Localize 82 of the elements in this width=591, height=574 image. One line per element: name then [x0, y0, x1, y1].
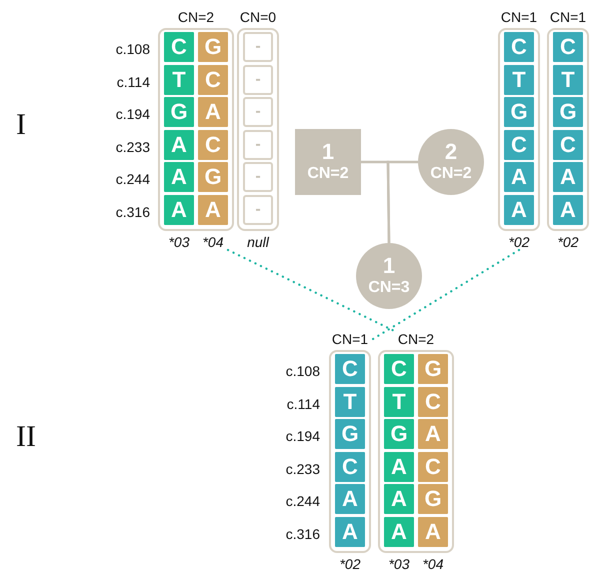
- copy-number-label: CN=2: [398, 330, 434, 349]
- copy-number-label: CN=1: [332, 330, 368, 349]
- allele-tile: G: [198, 162, 228, 192]
- allele-tile: A: [504, 194, 534, 224]
- allele-tile: T: [504, 64, 534, 94]
- variant-position-label: c.108: [114, 40, 150, 59]
- haplotype-label: *04: [422, 556, 444, 572]
- haplotype-label: *02: [508, 234, 530, 250]
- allele-tile: A: [335, 484, 365, 514]
- allele-tile: A: [553, 162, 583, 192]
- generation-numeral: I: [16, 108, 26, 142]
- allele-tile: C: [198, 64, 228, 94]
- allele-tile: -: [243, 97, 273, 127]
- haplotype-label: *04: [202, 234, 224, 250]
- variant-position-label: c.108: [284, 362, 320, 381]
- allele-tile: G: [418, 484, 448, 514]
- allele-tile: T: [384, 386, 414, 416]
- copy-number-label: CN=1: [550, 8, 586, 27]
- generation-numeral: II: [16, 420, 36, 454]
- allele-tile: A: [198, 194, 228, 224]
- allele-tile: C: [504, 130, 534, 160]
- allele-tile: C: [335, 354, 365, 384]
- allele-tile: C: [164, 32, 194, 62]
- allele-tile: -: [243, 162, 273, 192]
- variant-position-label: c.114: [116, 72, 150, 92]
- allele-tile: T: [164, 64, 194, 94]
- variant-position-label: c.194: [114, 105, 150, 124]
- inheritance-line: [226, 248, 394, 332]
- allele-tile: T: [553, 64, 583, 94]
- female-symbol: 2 CN=2: [418, 129, 484, 195]
- allele-tile: A: [384, 516, 414, 546]
- allele-tile: -: [243, 130, 273, 160]
- allele-tile: A: [164, 130, 194, 160]
- copy-number-label: CN=1: [500, 8, 538, 27]
- allele-tile: A: [164, 162, 194, 192]
- haplotype-label: null: [247, 234, 269, 250]
- variant-position-label: c.244: [284, 492, 320, 511]
- allele-tile: A: [198, 97, 228, 127]
- haplotype-label: *02: [339, 556, 361, 572]
- allele-tile: C: [418, 452, 448, 482]
- allele-tile: A: [164, 194, 194, 224]
- allele-tile: A: [384, 484, 414, 514]
- allele-tile: C: [418, 386, 448, 416]
- allele-tile: G: [335, 419, 365, 449]
- variant-position-label: c.316: [284, 524, 320, 544]
- inheritance-line: [370, 248, 520, 342]
- haplotype-label: *02: [557, 234, 579, 250]
- allele-tile: T: [335, 386, 365, 416]
- allele-tile: A: [553, 194, 583, 224]
- allele-tile: C: [335, 452, 365, 482]
- male-symbol: 1 CN=2: [295, 129, 361, 195]
- haplotype-label: *03: [168, 234, 190, 250]
- variant-position-label: c.233: [284, 460, 320, 478]
- allele-tile: C: [384, 354, 414, 384]
- variant-position-label: c.316: [114, 202, 150, 222]
- allele-tile: G: [198, 32, 228, 62]
- allele-tile: G: [164, 97, 194, 127]
- variant-position-label: c.194: [284, 427, 320, 446]
- allele-tile: C: [553, 130, 583, 160]
- variant-position-label: c.233: [114, 138, 150, 156]
- allele-tile: -: [243, 194, 273, 224]
- allele-tile: A: [418, 419, 448, 449]
- allele-tile: C: [504, 32, 534, 62]
- allele-tile: A: [504, 162, 534, 192]
- descent-line: [386, 160, 418, 244]
- allele-tile: A: [384, 452, 414, 482]
- allele-tile: A: [335, 516, 365, 546]
- variant-position-label: c.244: [114, 170, 150, 189]
- copy-number-label: CN=2: [178, 8, 214, 27]
- allele-tile: G: [418, 354, 448, 384]
- allele-tile: C: [198, 130, 228, 160]
- allele-tile: -: [243, 32, 273, 62]
- variant-position-label: c.114: [286, 394, 320, 414]
- allele-tile: G: [384, 419, 414, 449]
- allele-tile: G: [553, 97, 583, 127]
- female-symbol: 1 CN=3: [356, 243, 422, 309]
- haplotype-label: *03: [388, 556, 410, 572]
- copy-number-label: CN=0: [240, 8, 276, 27]
- allele-tile: G: [504, 97, 534, 127]
- allele-tile: -: [243, 64, 273, 94]
- allele-tile: A: [418, 516, 448, 546]
- allele-tile: C: [553, 32, 583, 62]
